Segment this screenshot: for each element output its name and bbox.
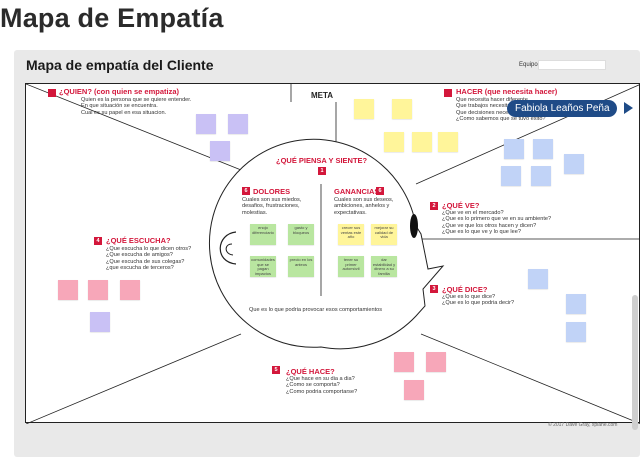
- sticky-note[interactable]: [404, 380, 424, 400]
- escucha-text: ¿Que escucha lo que dicen otros? ¿Que es…: [106, 246, 191, 272]
- sticky-note[interactable]: [566, 322, 586, 342]
- badge-hace: 5: [272, 366, 280, 374]
- badge-escucha: 4: [94, 237, 102, 245]
- note-dolores-2[interactable]: gasto y bloqueos: [288, 224, 314, 245]
- page-title: Mapa de Empatía: [0, 0, 224, 36]
- sticky-note[interactable]: [210, 141, 230, 161]
- sticky-note[interactable]: [501, 166, 521, 186]
- escucha-title: ¿QUÉ ESCUCHA?: [106, 236, 171, 245]
- collaborator-cursor-icon: [624, 102, 633, 114]
- sticky-note[interactable]: [384, 132, 404, 152]
- empathy-map-board[interactable]: META ¿QUIEN? (con quien se empatiza) Qui…: [25, 83, 640, 423]
- collaborator-chip: Fabiola Leaños Peña: [507, 100, 617, 117]
- sticky-note[interactable]: [196, 114, 216, 134]
- badge-piensa: 1: [318, 167, 326, 175]
- note-dolores-4[interactable]: precio en los anteos: [288, 256, 314, 277]
- note-ganancias-1[interactable]: crecer sus ventas este año: [338, 224, 364, 245]
- sticky-note[interactable]: [412, 132, 432, 152]
- sticky-note[interactable]: [438, 132, 458, 152]
- ganancias-text: Cuales son sus deseos, ambiciones, anhel…: [334, 197, 393, 216]
- sticky-note[interactable]: [354, 99, 374, 119]
- note-dolores-3[interactable]: comunidades que se pagan impactos: [250, 256, 276, 277]
- head-caption: Que es lo que podria provocar esos compo…: [249, 307, 382, 313]
- sticky-note[interactable]: [392, 99, 412, 119]
- sticky-note[interactable]: [394, 352, 414, 372]
- sticky-note[interactable]: [120, 280, 140, 300]
- quien-title: ¿QUIEN? (con quien se empatiza): [59, 87, 179, 96]
- copyright: © 2017 Dave Gray, xplane.com: [548, 422, 617, 428]
- sticky-note[interactable]: [528, 269, 548, 289]
- quien-text: Quien es la persona que se quiere entend…: [81, 97, 191, 116]
- canvas-title: Mapa de empatía del Cliente: [26, 57, 214, 73]
- dice-text: ¿Que es lo que dice? ¿Que es lo que podr…: [442, 294, 514, 307]
- sticky-note[interactable]: [533, 139, 553, 159]
- badge-hacer: [444, 89, 452, 97]
- sticky-note[interactable]: [531, 166, 551, 186]
- sticky-note[interactable]: [228, 114, 248, 134]
- badge-dice: 3: [430, 285, 438, 293]
- hacer-title: HACER (que necesita hacer): [456, 87, 557, 96]
- team-input[interactable]: [538, 60, 606, 70]
- ve-text: ¿Que ve en el mercado? ¿Que es lo primer…: [442, 210, 551, 236]
- badge-dolores: 6: [242, 187, 250, 195]
- sticky-note[interactable]: [58, 280, 78, 300]
- note-dolores-1[interactable]: enojo diferenciario: [250, 224, 276, 245]
- piensa-title: ¿QUÉ PIENSA Y SIENTE?: [276, 156, 367, 165]
- badge-ve: 2: [430, 202, 438, 210]
- sticky-note[interactable]: [504, 139, 524, 159]
- sticky-note[interactable]: [426, 352, 446, 372]
- note-ganancias-3[interactable]: tener su primer automóvil: [338, 256, 364, 277]
- badge-quien: [48, 89, 56, 97]
- dolores-title: DOLORES: [253, 187, 290, 196]
- sticky-note[interactable]: [90, 312, 110, 332]
- hace-text: ¿Que hace en su dia a dia? ¿Como se comp…: [286, 376, 357, 395]
- sticky-note[interactable]: [566, 294, 586, 314]
- dolores-text: Cuales son sus miedos, desafios, frustra…: [242, 197, 301, 216]
- note-ganancias-2[interactable]: mejorar su calidad de vida: [371, 224, 397, 245]
- sticky-note[interactable]: [564, 154, 584, 174]
- sticky-note[interactable]: [88, 280, 108, 300]
- ve-title: ¿QUÉ VE?: [442, 201, 480, 210]
- meta-label: META: [311, 91, 333, 100]
- hace-title: ¿QUÉ HACE?: [286, 367, 335, 376]
- ganancias-title: GANANCIAS: [334, 187, 379, 196]
- dice-title: ¿QUÉ DICE?: [442, 285, 487, 294]
- scrollbar[interactable]: [632, 295, 638, 430]
- badge-ganancias: 6: [376, 187, 384, 195]
- note-ganancias-4[interactable]: dar estabilidad y dinero a su familia: [371, 256, 397, 277]
- team-label: Equipo: [519, 62, 538, 68]
